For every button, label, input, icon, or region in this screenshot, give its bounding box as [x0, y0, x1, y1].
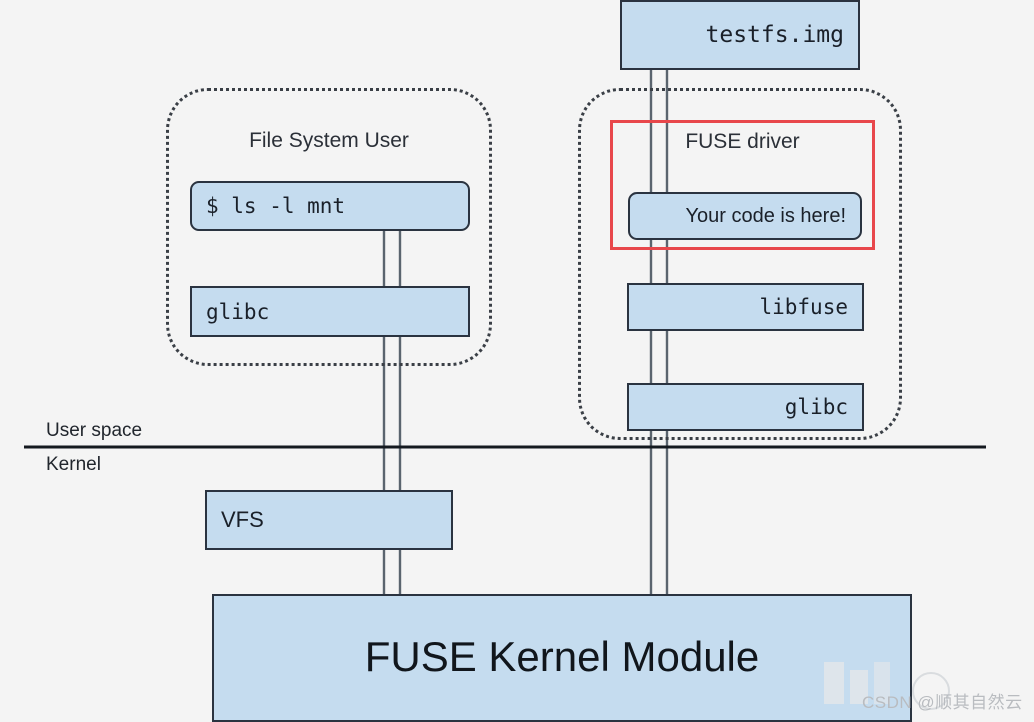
box-testfs-img: testfs.img — [620, 0, 860, 70]
label-user-space: User space — [46, 420, 143, 441]
box-label-vfs: VFS — [221, 507, 264, 532]
box-shell-command: $ ls -l mnt — [190, 181, 470, 231]
watermark-blob-2 — [850, 670, 868, 704]
highlight-frame-fuse-driver — [610, 120, 875, 250]
box-label-fuse-kernel-module: FUSE Kernel Module — [364, 633, 760, 680]
watermark-blob-1 — [824, 662, 844, 704]
box-glibc-user: glibc — [190, 286, 470, 337]
group-title-file-system-user: File System User — [249, 129, 409, 152]
watermark-circle-icon — [912, 672, 950, 710]
box-label-shell-command: $ ls -l mnt — [206, 194, 346, 218]
box-libfuse: libfuse — [627, 283, 864, 331]
watermark-text: CSDN @顺其自然云 — [862, 693, 1023, 712]
box-label-your-code: Your code is here! — [685, 204, 846, 227]
label-kernel: Kernel — [46, 454, 101, 475]
box-label-libfuse: libfuse — [759, 295, 848, 319]
box-your-code: Your code is here! — [628, 192, 862, 240]
box-vfs: VFS — [205, 490, 453, 550]
box-label-glibc-fuse: glibc — [784, 395, 848, 419]
box-fuse-kernel-module — [212, 594, 912, 722]
group-fuse-driver — [578, 88, 902, 440]
box-glibc-fuse: glibc — [627, 383, 864, 431]
group-title-fuse-driver: FUSE driver — [685, 130, 800, 153]
box-label-testfs-img: testfs.img — [705, 22, 844, 48]
box-label-glibc-user: glibc — [206, 299, 270, 324]
watermark-blob-3 — [874, 662, 890, 704]
group-file-system-user — [166, 88, 492, 366]
